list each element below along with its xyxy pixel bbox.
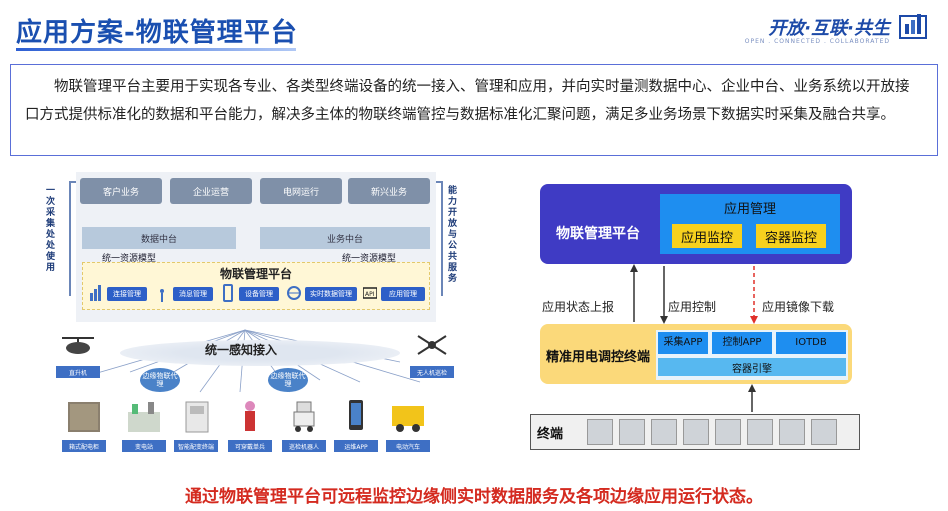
top-box-new: 新兴业务 — [348, 178, 430, 204]
iotdb-box: IOTDB — [776, 332, 846, 354]
device-ops-app: 运维APP — [334, 398, 378, 452]
device-ev: 电动汽车 — [386, 398, 430, 452]
device-smart-terminal: 智能配变终端 — [174, 398, 218, 452]
device-box-cabinet: 箱式配电柜 — [62, 398, 106, 452]
terminal-up-arrow — [530, 384, 860, 414]
collect-app-box: 采集APP — [658, 332, 708, 354]
slogan: 开放·互联·共生 — [768, 14, 890, 40]
device-helicopter: 直升机 — [56, 330, 100, 378]
terminal-devices-bar: 终端 — [530, 414, 860, 450]
device-icon-1 — [587, 419, 613, 445]
terminal-block: 精准用电调控终端 采集APP 控制APP IOTDB 容器引擎 — [540, 324, 852, 384]
wearable-icon — [230, 398, 270, 434]
module-device: 设备管理 — [239, 287, 279, 301]
arrow-label-image: 应用镜像下载 — [762, 298, 834, 315]
device-icon-3 — [651, 419, 677, 445]
globe-icon — [287, 283, 301, 303]
logo-icon — [898, 10, 928, 40]
arrows — [530, 264, 860, 324]
conclusion-text: 通过物联管理平台可远程监控边缘侧实时数据服务及各项边缘应用运行状态。 — [0, 482, 948, 507]
platform-title: 物联管理平台 — [83, 265, 429, 282]
device-drone: 无人机巡检 — [410, 330, 454, 378]
app-management-title: 应用管理 — [660, 198, 840, 217]
top-box-grid: 电网运行 — [260, 178, 342, 204]
device-icon-8 — [811, 419, 837, 445]
container-engine-box: 容器引擎 — [658, 358, 846, 376]
cabinet-icon — [64, 398, 104, 434]
page-title: 应用方案-物联管理平台 — [16, 12, 298, 49]
module-connection: 连接管理 — [107, 287, 147, 301]
module-message: 消息管理 — [173, 287, 213, 301]
device-icon-5 — [715, 419, 741, 445]
arrow-label-control: 应用控制 — [668, 298, 716, 315]
sensing-label: 统一感知接入 — [205, 341, 277, 358]
api-icon: API — [363, 283, 377, 303]
device-icon-7 — [779, 419, 805, 445]
title-underline — [16, 48, 296, 51]
platform-label: 物联管理平台 — [556, 223, 640, 243]
svg-text:API: API — [365, 291, 375, 298]
phone-icon — [336, 398, 376, 434]
business-middle-platform: 业务中台 — [260, 227, 430, 249]
device-substation: 变电站 — [122, 398, 166, 452]
intro-text: 物联管理平台主要用于实现各专业、各类型终端设备的统一接入、管理和应用，并向实时量… — [10, 64, 938, 156]
helicopter-icon — [58, 330, 98, 360]
drone-icon — [412, 330, 452, 360]
device-icon-6 — [747, 419, 773, 445]
edge-proxy-left: 边缘物联代理 — [140, 368, 180, 392]
control-app-box: 控制APP — [712, 332, 772, 354]
antenna-icon — [155, 283, 169, 303]
data-middle-platform: 数据中台 — [82, 227, 236, 249]
chart-icon — [89, 283, 103, 303]
device-wearable: 可穿戴单兵 — [228, 398, 272, 452]
top-box-customer: 客户业务 — [80, 178, 162, 204]
device-icon-2 — [619, 419, 645, 445]
top-box-operation: 企业运营 — [170, 178, 252, 204]
iot-platform-block: 物联管理平台 应用管理 应用监控 容器监控 — [540, 184, 852, 264]
edge-proxy-right: 边缘物联代理 — [268, 368, 308, 392]
arrow-label-status: 应用状态上报 — [542, 298, 614, 315]
terminal-devices-label: 终端 — [537, 423, 563, 442]
device-robot: 巡检机器人 — [282, 398, 326, 452]
edge-control-diagram: 物联管理平台 应用管理 应用监控 容器监控 应用状态上报 应用控制 应用镜像下载… — [530, 178, 860, 453]
terminal-label: 精准用电调控终端 — [546, 346, 650, 365]
module-realtime-data: 实时数据管理 — [305, 287, 357, 301]
app-management-block: 应用管理 应用监控 容器监控 — [660, 194, 840, 254]
iot-architecture-diagram: 一次采集 处处使用 能力开放与公共服务 客户业务 企业运营 电网运行 新兴业务 … — [40, 172, 470, 477]
app-monitor-box: 应用监控 — [672, 224, 742, 248]
terminal-capabilities: 采集APP 控制APP IOTDB 容器引擎 — [656, 330, 848, 380]
robot-icon — [284, 398, 324, 434]
module-application: 应用管理 — [381, 287, 425, 301]
terminal-icon — [176, 398, 216, 434]
device-icon-4 — [683, 419, 709, 445]
platform-box: 物联管理平台 连接管理 消息管理 设备管理 实时数据管理 API 应用管理 — [82, 262, 430, 310]
device-icon — [221, 283, 235, 303]
container-monitor-box: 容器监控 — [756, 224, 826, 248]
slogan-sub: OPEN . CONNECTED . COLLABORATED — [745, 38, 890, 45]
ev-icon — [388, 398, 428, 434]
substation-icon — [124, 398, 164, 434]
